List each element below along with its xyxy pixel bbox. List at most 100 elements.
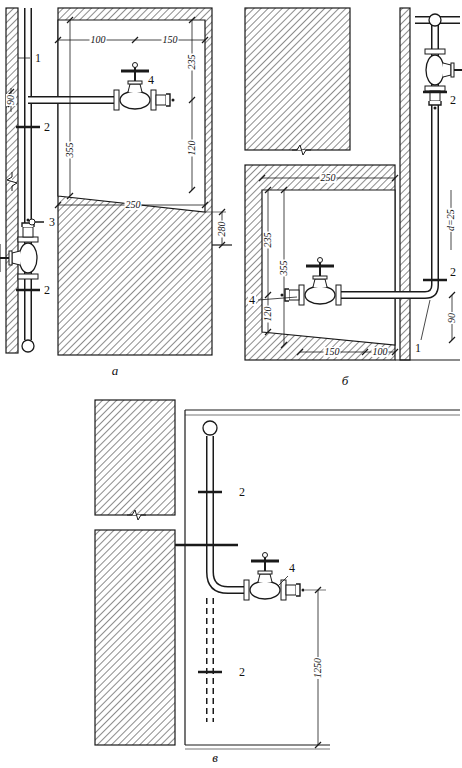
pipe-clamp xyxy=(16,289,40,292)
callout-number: 4 xyxy=(288,562,296,574)
floor-line xyxy=(185,749,330,750)
dimension-label: 250 xyxy=(125,200,142,210)
dimension-tick xyxy=(449,292,455,298)
dimension-tick xyxy=(219,242,225,248)
dimension-label: 150 xyxy=(162,35,179,45)
callout-number: 3 xyxy=(48,216,56,228)
dimension-label: 355 xyxy=(65,142,75,159)
dimension-label: 120 xyxy=(263,306,273,323)
dimension-tick xyxy=(315,742,321,748)
pipe-tee xyxy=(203,421,217,435)
break-mark xyxy=(7,172,17,191)
dimension-tick xyxy=(315,587,321,593)
dimension-label: 235 xyxy=(187,54,197,71)
break-mark xyxy=(127,510,146,520)
pipe-clamp xyxy=(423,91,447,94)
dimension-label: 100 xyxy=(90,35,107,45)
dimension-tick xyxy=(449,337,455,343)
callout-number: 4 xyxy=(147,74,155,86)
callout-number: 2 xyxy=(238,486,246,498)
dimension-label: 150 xyxy=(324,347,341,357)
pipe-clamp xyxy=(198,491,222,494)
panel-letter: б xyxy=(341,374,350,387)
pipe-clamp xyxy=(423,279,447,282)
dimension-tick xyxy=(202,202,208,208)
wall-block xyxy=(245,165,395,360)
dimension-tick xyxy=(189,17,195,23)
dimension-tick xyxy=(362,349,368,355)
dimension-tick xyxy=(265,187,271,193)
callout-number: 2 xyxy=(449,266,457,278)
break-mark xyxy=(292,145,311,155)
dimension-tick xyxy=(259,175,265,181)
dimension-label: 280 xyxy=(217,221,227,238)
pipe-clamp xyxy=(16,126,40,129)
callout-number: 2 xyxy=(449,94,457,106)
leader-line xyxy=(278,576,288,586)
ceiling-line xyxy=(185,409,460,410)
leader-line xyxy=(258,297,297,300)
dimension-label: 355 xyxy=(279,260,289,277)
callout-number: 1 xyxy=(34,52,42,64)
panel-letter: в xyxy=(211,751,219,764)
dimension-label: 100 xyxy=(372,347,389,357)
callout-number: 4 xyxy=(248,294,256,306)
dimension-label: d=25 xyxy=(446,208,456,232)
dimension-tick xyxy=(265,329,271,335)
dimension-line xyxy=(58,40,205,41)
dimension-tick xyxy=(297,349,303,355)
dimension-label: 90 xyxy=(6,94,16,106)
valve-symbol xyxy=(244,553,305,601)
dimension-tick xyxy=(132,37,138,43)
floor-line xyxy=(395,359,460,360)
dimension-line xyxy=(192,20,193,190)
pipe-tee xyxy=(22,340,34,352)
ceiling-line xyxy=(185,415,460,416)
dimension-line xyxy=(70,20,71,196)
wall-niche xyxy=(262,190,395,345)
valve-symbol xyxy=(0,219,38,280)
wall-block xyxy=(245,8,350,150)
extension-line xyxy=(205,212,226,213)
dimension-label: 250 xyxy=(320,173,337,183)
dimension-tick xyxy=(281,342,287,348)
callout-number: 2 xyxy=(43,284,51,296)
pipe xyxy=(210,598,211,722)
dimension-label: 90 xyxy=(447,312,457,324)
dimension-label: 235 xyxy=(263,232,273,249)
dimension-tick xyxy=(55,202,61,208)
callout-number: 1 xyxy=(414,342,422,354)
dimension-tick xyxy=(189,97,195,103)
leader-line xyxy=(421,300,430,340)
dimension-tick xyxy=(392,175,398,181)
dimension-label: 1250 xyxy=(313,657,323,679)
pipe xyxy=(341,22,435,295)
leader-line xyxy=(18,58,30,59)
extension-line xyxy=(305,590,326,591)
callout-number: 2 xyxy=(238,666,246,678)
floor-line xyxy=(185,744,330,745)
cock-handle xyxy=(35,221,44,223)
dimension-tick xyxy=(202,37,208,43)
dimension-tick xyxy=(67,193,73,199)
thin-wall xyxy=(6,8,18,353)
dimension-tick xyxy=(67,17,73,23)
dimension-label: 120 xyxy=(187,140,197,157)
thin-wall xyxy=(400,8,410,360)
wall-bracket xyxy=(175,544,238,547)
dimension-tick xyxy=(265,292,271,298)
valve-symbol xyxy=(114,63,175,111)
wall-block xyxy=(95,530,175,745)
dimension-tick xyxy=(281,187,287,193)
wall-block xyxy=(95,400,175,515)
cock-symbol xyxy=(29,219,35,225)
valve-symbol xyxy=(425,49,462,110)
wall-face xyxy=(184,410,185,745)
pipe xyxy=(210,436,244,590)
pipe-clamp xyxy=(198,671,222,674)
pipe-tee xyxy=(429,14,441,26)
wall-niche xyxy=(58,20,205,212)
